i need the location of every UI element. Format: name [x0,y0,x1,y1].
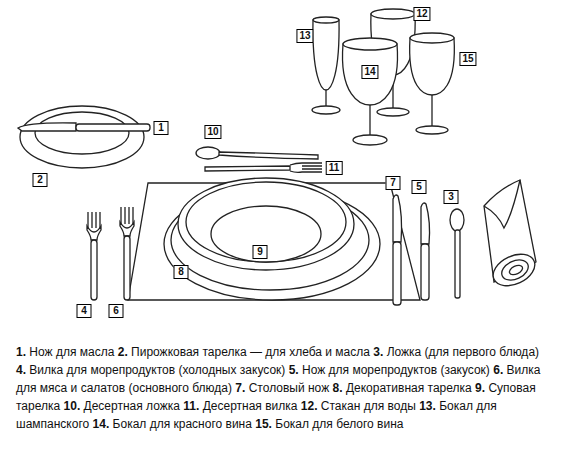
champagne-glass-part [313,17,339,23]
key-text: Вилка для морепродуктов (холодных закусо… [29,363,285,377]
white-wine-glass-part [410,38,455,95]
napkin-roll-part [499,256,532,284]
key-number: 2. [118,345,128,359]
key-number: 7. [235,381,245,395]
main-fork-part [124,236,130,300]
soup-spoon-part [455,230,460,298]
callout-number: 2 [33,173,48,187]
napkin-roll-part [484,180,520,228]
main-fork-part [121,207,133,224]
callout-number: 10 [204,125,221,139]
key-text: Стакан для воды [321,399,416,413]
callout-number: 1 [154,121,169,135]
seafood-knife-part [421,203,430,244]
callout-number: 9 [253,245,268,259]
key-text: Десертная ложка [84,399,180,413]
butter-knife-part [18,123,76,131]
key-number: 6. [493,363,503,377]
soup-plate [178,178,354,270]
key-number: 3. [373,345,383,359]
key-text: Ложка (для первого блюда) [387,345,539,359]
key-text: Десертная вилка [203,399,298,413]
table-knife [393,195,402,305]
white-wine-glass-part [410,33,454,43]
callout-number: 13 [296,29,313,43]
key-number: 12. [301,399,318,413]
seafood-fork [87,212,101,300]
dessert-fork-part [290,163,322,172]
dessert-fork-part [205,166,290,171]
seafood-knife-part [421,244,429,300]
red-wine-glass-part [342,44,397,105]
white-wine-glass-part [416,126,448,134]
red-wine-glass [342,38,397,145]
key-text: Декоративная тарелка [346,381,472,395]
key-number: 4. [16,363,26,377]
key-number: 8. [333,381,343,395]
seafood-knife [421,203,430,300]
main-fork-part [120,222,134,236]
key-text: Нож для масла [29,345,114,359]
soup-spoon-part [450,209,464,231]
callout-number: 7 [386,176,401,190]
bread-plate-part [35,112,129,154]
butter-knife [18,123,150,131]
callout-number: 11 [326,161,343,175]
soup-plate-part [178,178,354,270]
dessert-spoon [196,147,318,159]
key-number: 1. [16,345,26,359]
key-text: Пирожковая тарелка — для хлеба и масла [131,345,370,359]
dessert-spoon-part [219,152,318,159]
main-fork [120,207,134,300]
key-number: 13. [419,399,436,413]
key-number: 5. [289,363,299,377]
key-number: 9. [475,381,485,395]
champagne-glass [312,17,340,114]
callout-number: 12 [413,7,430,21]
callout-number: 4 [77,304,92,318]
champagne-glass-part [312,106,340,114]
bread-plate [20,106,144,168]
red-wine-glass-part [353,135,387,145]
callout-number: 15 [459,52,476,66]
butter-knife-part [76,124,150,131]
water-glass-part [371,9,415,19]
red-wine-glass-part [343,38,397,50]
soup-plate-part [186,182,346,262]
table-knife-part [393,195,402,242]
key-number: 11. [183,399,199,413]
bread-plate-part [20,106,144,168]
napkin-roll [484,180,540,292]
callout-number: 14 [361,65,378,79]
soup-plate-part [211,206,321,262]
key-number: 15. [255,417,272,431]
table-knife-part [393,242,401,305]
champagne-glass-part [313,20,339,90]
soup-spoon [450,209,464,298]
callout-number: 8 [174,265,189,279]
key-text: Столовый нож [249,381,329,395]
callout-number: 3 [444,190,459,204]
seafood-fork-part [87,226,101,240]
seafood-fork-part [88,212,100,228]
water-glass-part [377,108,409,116]
dessert-fork [205,163,322,172]
dessert-spoon-part [196,147,220,159]
key-text: Бокал для красного вина [113,417,252,431]
key-text: Нож для морепродуктов (закусок) [302,363,490,377]
napkin-roll-part [488,248,540,292]
numbered-key: 1. Нож для масла 2. Пирожковая тарелка —… [16,343,552,433]
callout-number: 6 [109,304,124,318]
white-wine-glass [410,33,455,134]
key-number: 10. [64,399,81,413]
white-wine-glass-part [431,95,432,130]
napkin-roll-part [508,263,524,276]
seafood-fork-part [91,240,97,300]
callout-number: 5 [412,180,427,194]
key-number: 14. [93,417,110,431]
key-text: Бокал для белого вина [275,417,403,431]
